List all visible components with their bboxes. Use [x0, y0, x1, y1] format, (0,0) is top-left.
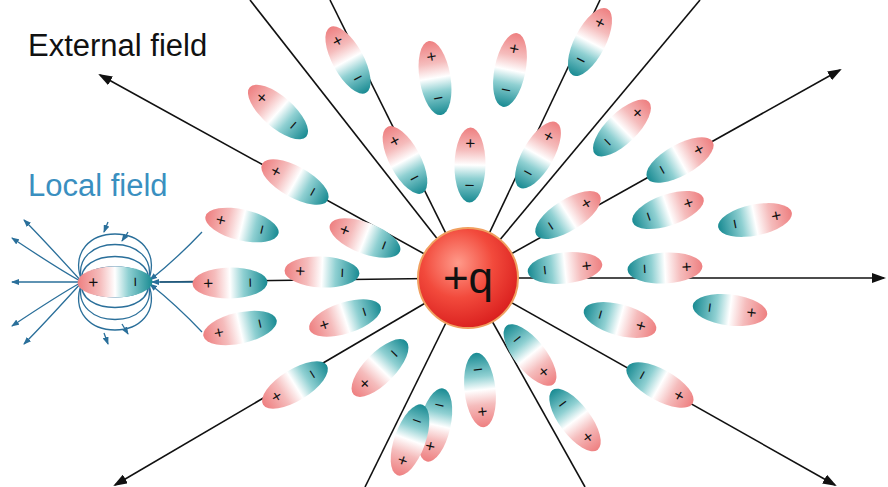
external-field-lines — [100, 0, 884, 487]
positive-sign: + — [454, 135, 486, 153]
field-line — [250, 0, 468, 278]
dipole-molecule: +− — [413, 38, 457, 118]
dipole-shape — [254, 351, 335, 418]
dipole-molecule: +− — [373, 119, 437, 201]
dipole-molecule: +− — [619, 353, 701, 418]
negative-sign: − — [461, 359, 495, 379]
positive-sign: + — [741, 296, 762, 330]
dipole-molecule: +− — [627, 183, 709, 238]
dipole-shape — [539, 380, 610, 460]
dipole-molecule: +− — [460, 351, 500, 430]
dipole-shape — [619, 353, 701, 418]
dipole-molecule: +− — [342, 330, 418, 407]
dipole-molecule: +− — [324, 209, 406, 266]
negative-sign: − — [635, 253, 654, 286]
negative-sign: − — [421, 87, 455, 109]
positive-sign: + — [677, 251, 696, 284]
positive-sign: + — [465, 401, 499, 421]
positive-sign: + — [291, 255, 309, 288]
local-field-label: Local field — [28, 168, 168, 204]
dipole-shape — [505, 114, 570, 196]
dipole-shape — [584, 90, 661, 166]
field-line — [468, 70, 840, 278]
dipole-shape — [239, 75, 317, 149]
charge-label: +q — [443, 253, 493, 303]
dipole-shape — [373, 119, 437, 201]
dipole-molecule: +− — [526, 248, 605, 288]
negative-sign: − — [127, 266, 144, 298]
dipole-molecule: +− — [304, 291, 386, 345]
dipole-molecule: +− — [199, 304, 280, 352]
dipole-shape — [558, 1, 621, 83]
dipole-molecule: +− — [283, 254, 360, 289]
positive-sign: + — [576, 249, 596, 283]
field-line — [115, 278, 468, 485]
dipole-molecule: +− — [539, 380, 610, 460]
dipole-molecule: +− — [690, 289, 769, 330]
dipole-molecule: +− — [254, 351, 335, 418]
field-line — [468, 0, 700, 278]
negative-sign: − — [453, 177, 485, 195]
dipole-molecule: +− — [487, 30, 533, 111]
negative-sign: − — [242, 266, 260, 298]
dipole-molecule: +− — [192, 266, 269, 300]
local-field-lines — [12, 220, 212, 344]
point-charge: +q — [416, 226, 520, 330]
dipole-molecule: +− — [505, 114, 570, 196]
negative-sign: − — [333, 257, 351, 290]
dipole-shape — [342, 330, 418, 407]
dipole-shape — [316, 19, 381, 101]
dipole-molecule: +− — [626, 250, 704, 286]
dipole-molecule: +− — [316, 19, 381, 101]
dipole-molecule: +− — [77, 266, 153, 299]
dipole-molecule: +− — [639, 128, 721, 193]
positive-sign: + — [200, 267, 218, 299]
dipole-shape — [254, 150, 336, 215]
dipole-molecule: +− — [201, 201, 282, 250]
dipole-molecule: +− — [453, 127, 486, 204]
dipole-molecule: +− — [579, 294, 661, 345]
dipole-molecule: +− — [558, 1, 621, 83]
dipole-molecule: +− — [239, 75, 317, 149]
negative-sign: − — [535, 253, 555, 287]
dipole-molecule: +− — [715, 197, 796, 243]
dipole-shape — [639, 128, 721, 193]
field-line — [468, 278, 835, 485]
dipole-molecule: +− — [584, 90, 661, 166]
external-field-label: External field — [28, 28, 207, 64]
positive-sign: + — [85, 266, 102, 298]
dipole-molecule: +− — [254, 150, 336, 215]
